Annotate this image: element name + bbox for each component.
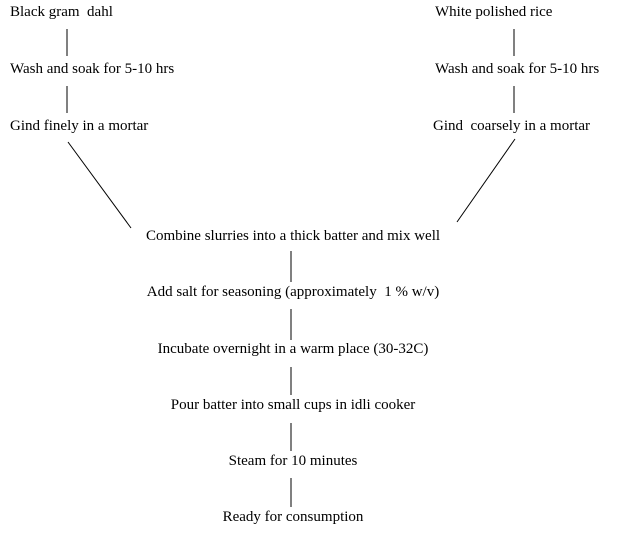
node-wash-soak-right: Wash and soak for 5-10 hrs <box>435 61 600 77</box>
node-ready-for-consumption: Ready for consumption <box>222 509 364 525</box>
node-steam: Steam for 10 minutes <box>228 453 358 469</box>
node-pour-batter: Pour batter into small cups in idli cook… <box>170 397 416 413</box>
node-add-salt: Add salt for seasoning (approximately 1 … <box>146 284 440 300</box>
node-grind-coarsely: Gind coarsely in a mortar <box>433 118 591 134</box>
node-grind-finely: Gind finely in a mortar <box>10 118 149 134</box>
node-wash-soak-left: Wash and soak for 5-10 hrs <box>10 61 175 77</box>
left-diagonal-connector <box>67 141 132 229</box>
node-combine-slurries: Combine slurries into a thick batter and… <box>145 228 441 244</box>
node-white-polished-rice: White polished rice <box>435 4 553 20</box>
node-black-gram-dahl: Black gram dahl <box>10 4 113 20</box>
node-incubate-overnight: Incubate overnight in a warm place (30-3… <box>157 341 429 357</box>
right-diagonal-connector <box>456 138 516 223</box>
